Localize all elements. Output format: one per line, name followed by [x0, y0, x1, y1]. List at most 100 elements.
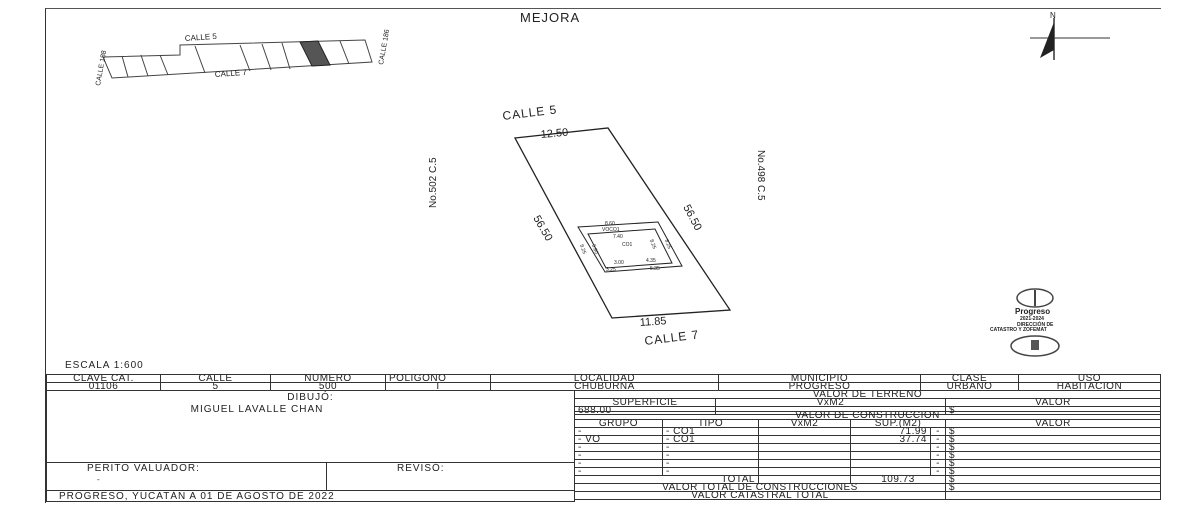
valor-cell: $ [945, 467, 1161, 476]
highlighted-lot [299, 40, 331, 67]
valor-construccion-title: VALOR DE CONSTRUCCION [574, 411, 1161, 420]
dash-cell: - [930, 467, 946, 476]
svg-text:Progreso: Progreso [1015, 307, 1050, 316]
svg-text:DIRECCIÓN DE: DIRECCIÓN DE [1017, 320, 1054, 328]
svg-text:11.85: 11.85 [639, 315, 666, 329]
svg-text:CO1: CO1 [622, 242, 633, 248]
svg-text:3.00: 3.00 [614, 260, 624, 266]
svg-text:56.50: 56.50 [530, 214, 554, 244]
tipo-cell: - CO1 [662, 427, 759, 436]
svg-text:N: N [1050, 11, 1056, 20]
north-arrow-icon: N [1030, 11, 1110, 60]
clave-cat-label: CLAVE CAT. [46, 374, 161, 383]
total-sup: 109.73 [850, 475, 946, 484]
perito-valuador-value: - [97, 475, 100, 484]
vxm2-cell [758, 459, 851, 468]
svg-text:7.40: 7.40 [613, 234, 623, 240]
tipo-cell: - CO1 [662, 435, 759, 444]
divider [47, 490, 574, 491]
perito-valuador-label: PERITO VALUADOR: [87, 463, 200, 474]
svg-text:12.50: 12.50 [540, 127, 568, 141]
svg-text:CALLE 188: CALLE 188 [95, 50, 108, 87]
divider [326, 462, 327, 490]
svg-text:CALLE 5: CALLE 5 [502, 102, 558, 123]
tipo-cell: - [662, 459, 759, 468]
dash-cell: - [930, 459, 946, 468]
dibujo-label: DIBUJÓ: [287, 392, 334, 403]
plan-drawing: N CALLE 5 CALLE 7 CALLE 188 CALLE 186 CA… [95, 11, 1110, 357]
construccion-row: ---$ [574, 467, 1161, 476]
numero-label: NUMERO [270, 374, 386, 383]
divider [47, 462, 574, 463]
grupo-cell: - [574, 451, 663, 460]
property-header-table: CLAVE CAT. CALLE NUMERO POLIGONO LOCALID… [46, 374, 1161, 391]
valor-cell: $ [945, 435, 1161, 444]
svg-text:5.80: 5.80 [590, 244, 599, 255]
signature-block: DIBUJÓ: MIGUEL LAVALLE CHAN PERITO VALUA… [46, 390, 575, 502]
building-footprint: 8.60 VOCO1 7.40 CO1 8.25 5.80 8.25 8.25 … [577, 221, 683, 273]
valor-terreno-title: VALOR DE TERRENO [573, 390, 1162, 399]
footer-date: PROGRESO, YUCATÁN A 01 DE AGOSTO DE 2022 [59, 491, 335, 502]
sup-cell [850, 467, 931, 476]
location-keymap: CALLE 5 CALLE 7 CALLE 188 CALLE 186 [95, 29, 391, 87]
reviso-label: REVISÓ: [397, 463, 445, 474]
tipo-cell: - [662, 467, 759, 476]
svg-text:VOCO1: VOCO1 [602, 227, 620, 233]
svg-text:3.25: 3.25 [606, 267, 616, 273]
sup-cell: 37.74 [850, 435, 931, 444]
svg-text:No.498 C.5: No.498 C.5 [755, 150, 766, 201]
grupo-cell: - VO [574, 435, 663, 444]
valor-cell: $ [945, 443, 1161, 452]
dash-cell: - [930, 443, 946, 452]
total-row: TOTAL 109.73 $ [574, 475, 1161, 484]
dibujo-name: MIGUEL LAVALLE CHAN [190, 404, 324, 415]
vxm2-cell [758, 443, 851, 452]
svg-text:CALLE 7: CALLE 7 [215, 68, 248, 79]
sup-cell [850, 443, 931, 452]
uso-label: USO [1018, 374, 1161, 383]
svg-text:8.25: 8.25 [578, 244, 587, 255]
valor-cell: $ [945, 451, 1161, 460]
valor-cell: $ [945, 459, 1161, 468]
valor-header: VALOR [945, 419, 1161, 428]
tipo-cell: - [662, 451, 759, 460]
vxm2-cell [758, 467, 851, 476]
valor-total-construcciones-value: $ [945, 483, 1161, 492]
svg-text:8.60: 8.60 [605, 221, 615, 227]
total-vxm2 [758, 475, 851, 484]
valor-construccion-table: VALOR DE CONSTRUCCION GRUPO TIPO VxM2 SU… [574, 411, 1161, 500]
construccion-header-row: GRUPO TIPO VxM2 SUP.(M2) VALOR [574, 419, 1161, 428]
svg-text:2021-2024: 2021-2024 [1020, 316, 1044, 322]
vxm2-header: VxM2 [715, 398, 946, 407]
grupo-cell: - [574, 443, 663, 452]
valor-catastral-total-value [945, 491, 1161, 500]
construccion-row: ---$ [574, 451, 1161, 460]
svg-text:56.50: 56.50 [680, 203, 704, 233]
vxm2-header: VxM2 [758, 419, 851, 428]
grupo-cell: - [574, 427, 663, 436]
svg-text:CALLE 7: CALLE 7 [644, 327, 700, 348]
grupo-cell: - [574, 459, 663, 468]
dash-cell: - [930, 427, 946, 436]
sup-header: SUP.(M2) [850, 419, 946, 428]
valor-cell: $ [945, 427, 1161, 436]
lot-plan: CALLE 5 12.50 11.85 CALLE 7 56.50 56.50 … [428, 102, 766, 348]
document-frame [45, 8, 1161, 503]
superficie-header: SUPERFICIE [574, 398, 716, 407]
svg-text:CATASTRO Y ZOFEMAT: CATASTRO Y ZOFEMAT [990, 327, 1047, 333]
poligono-label: POLIGONO [385, 374, 491, 383]
svg-text:5.35: 5.35 [650, 266, 660, 272]
vxm2-cell [758, 451, 851, 460]
svg-text:CALLE 186: CALLE 186 [378, 29, 391, 66]
municipio-label: MUNICIPIO [718, 374, 921, 383]
localidad-label: LOCALIDAD [490, 374, 719, 383]
construccion-row: ---$ [574, 459, 1161, 468]
svg-text:8.25: 8.25 [663, 239, 672, 250]
vxm2-cell [758, 427, 851, 436]
dash-cell: - [930, 451, 946, 460]
svg-text:8.25: 8.25 [648, 239, 657, 250]
svg-text:No.502 C.5: No.502 C.5 [428, 157, 439, 208]
tipo-header: TIPO [662, 419, 759, 428]
